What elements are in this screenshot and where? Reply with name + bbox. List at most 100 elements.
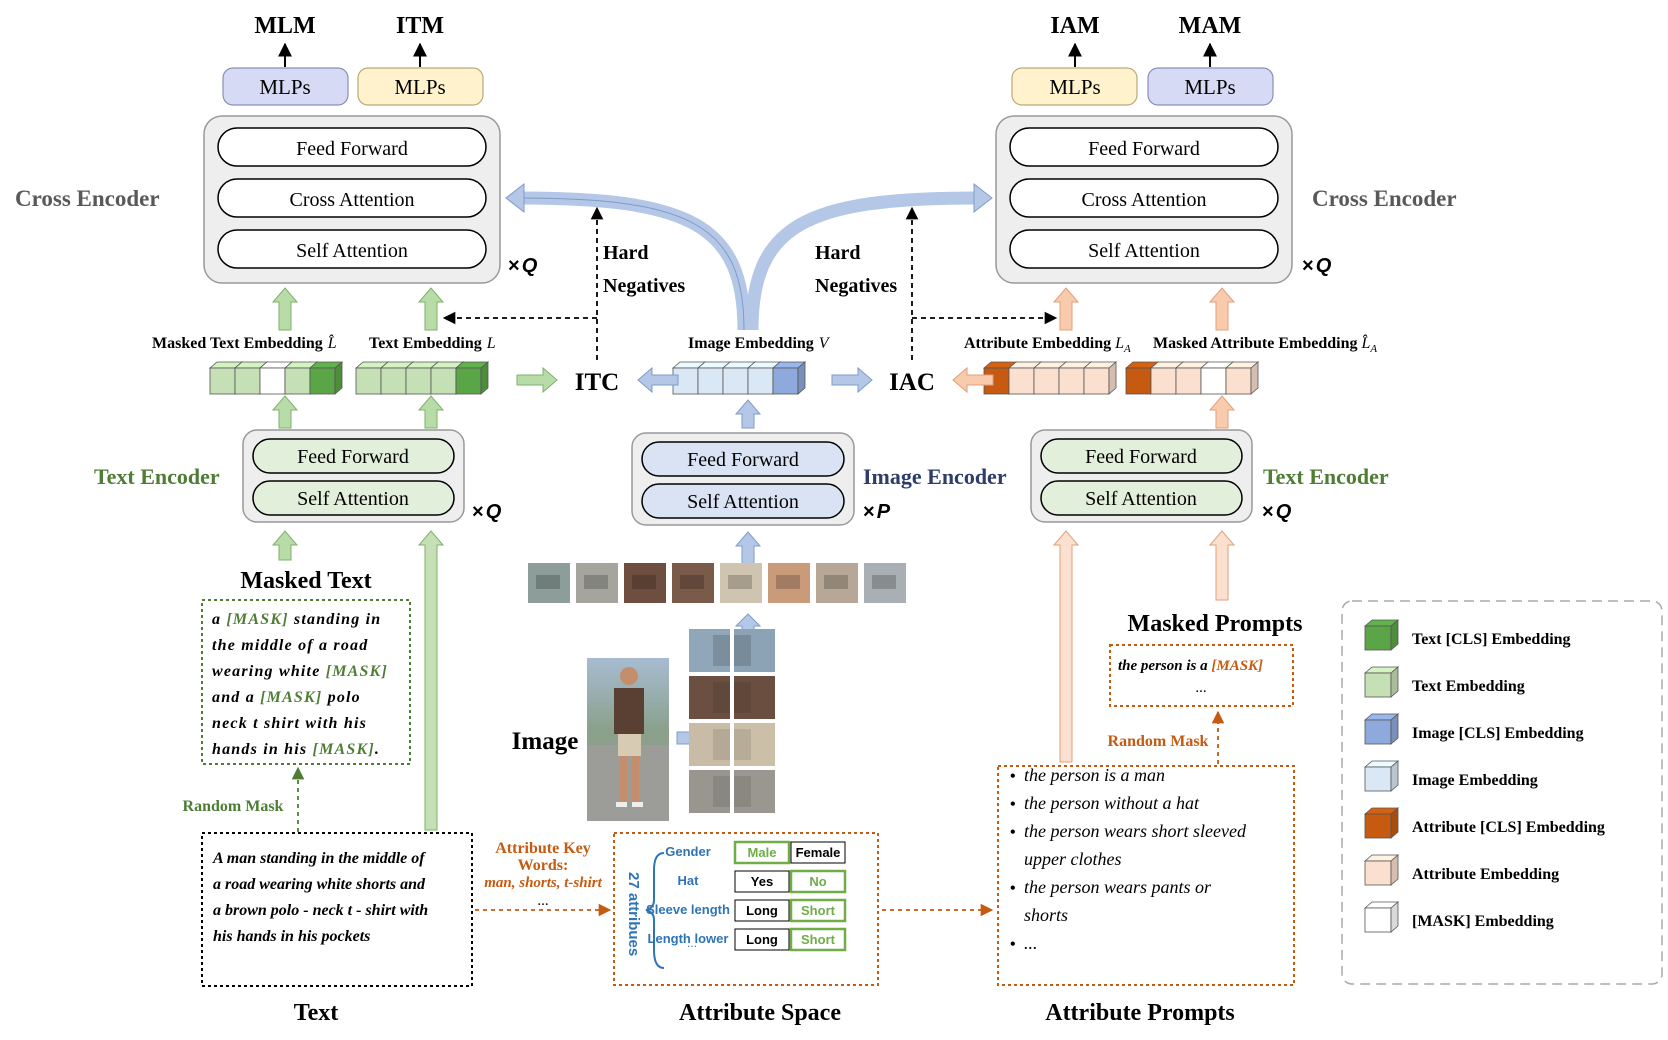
output-arrows [278, 42, 1217, 67]
cross-right-feed-forward: Feed Forward [1088, 138, 1200, 160]
hard-negatives-right: Hard Negatives [815, 242, 897, 297]
mlp-iam-label: MLPs [1049, 75, 1100, 99]
attribute-row: Sleeve length Long Short [646, 898, 847, 923]
cross-right-repeat: ×Q [1302, 255, 1332, 277]
legend-item: [MASK] Embedding [1363, 901, 1554, 933]
prompt-bullet: • [1010, 824, 1016, 841]
embed-to-cross-arrows [271, 287, 1236, 331]
image-grid-patch [689, 629, 730, 672]
image-patch [720, 563, 762, 603]
legend-item: Text [CLS] Embedding [1363, 619, 1571, 651]
image-patch-row [528, 563, 906, 603]
attribute-key-words-line-2: Words: [518, 857, 569, 874]
hard-negatives-left: Hard Negatives [603, 242, 685, 297]
legend-swatch [1363, 713, 1400, 745]
cross-left-self-attention: Self Attention [296, 240, 408, 262]
masked-prompts-title: Masked Prompts [1128, 611, 1303, 637]
prompt-line: shorts [1024, 905, 1068, 925]
attribute-prompts-box [997, 765, 1295, 986]
image-patch [672, 563, 714, 603]
image-grid-patch [734, 629, 775, 672]
text-line: his hands in his pockets [213, 928, 370, 945]
prompt-line: ... [1024, 933, 1038, 953]
text-encoder-right-label: Text Encoder [1263, 464, 1389, 489]
hard-negative-arrows [442, 206, 1058, 360]
attribute-key-words-line-1: Attribute Key [495, 840, 591, 857]
text-lines: A man standing in the middle ofa road we… [212, 850, 428, 945]
attribute-prompts-title: Attribute Prompts [1045, 1000, 1235, 1026]
prompt-line: the person without a hat [1024, 793, 1200, 813]
hard-negatives-right-2: Negatives [815, 275, 897, 297]
image-patch [816, 563, 858, 603]
legend-item: Image [CLS] Embedding [1363, 713, 1584, 745]
legend-label: Image Embedding [1412, 772, 1538, 789]
attribute-option: Short [801, 932, 836, 947]
random-mask-left: Random Mask [183, 798, 284, 815]
image-grid-patch [689, 676, 730, 719]
text-encoder-left-repeat: ×Q [472, 501, 502, 523]
masked-attribute-embedding-strip [1124, 361, 1260, 395]
image-grid-patch [689, 723, 730, 766]
legend-label: Attribute [CLS] Embedding [1412, 819, 1605, 836]
attribute-name: Gender [665, 844, 711, 859]
legend-swatch [1363, 619, 1400, 651]
text-encoder-right-feed-forward: Feed Forward [1085, 446, 1197, 468]
attribute-option: No [809, 874, 826, 889]
prompt-bullet: • [1010, 880, 1016, 897]
prompt-line: the person wears short sleeved [1024, 821, 1247, 841]
loss-itc: ITC [575, 369, 619, 396]
mlp-mlm-label: MLPs [259, 75, 310, 99]
cross-right-cross-attention: Cross Attention [1081, 189, 1206, 211]
legend-label: Attribute Embedding [1412, 866, 1559, 883]
cross-left-cross-attention: Cross Attention [289, 189, 414, 211]
attribute-space-ellipsis: ... [687, 936, 697, 950]
mlp-mam-label: MLPs [1184, 75, 1235, 99]
masked-prompts-ellipsis: ... [1195, 680, 1206, 696]
image-label: Image [512, 728, 579, 755]
image-grid-patch [689, 770, 730, 813]
hard-negatives-left-2: Negatives [603, 275, 685, 297]
embedding-token [308, 361, 344, 395]
output-itm: ITM [396, 13, 444, 39]
image-encoder-repeat: ×P [863, 501, 891, 523]
attribute-option: Male [748, 845, 777, 860]
attribute-key-words-ellipsis: ... [537, 893, 548, 909]
prompt-line: upper clothes [1024, 849, 1121, 869]
image-patch [528, 563, 570, 603]
random-mask-right: Random Mask [1108, 733, 1209, 750]
legend-swatch [1363, 807, 1400, 839]
embedding-token [1224, 361, 1260, 395]
legend-swatch [1363, 854, 1400, 886]
attribute-name: Hat [678, 873, 700, 888]
image-patch [864, 563, 906, 603]
cross-encoder-right-label: Cross Encoder [1312, 186, 1457, 211]
mlp-iam: MLPs [1011, 67, 1138, 106]
attribute-option: Short [801, 903, 836, 918]
image-patch [624, 563, 666, 603]
hard-negatives-right-1: Hard [815, 242, 861, 264]
mlp-itm: MLPs [357, 67, 484, 106]
legend-label: Image [CLS] Embedding [1412, 725, 1584, 742]
text-line: a road wearing white shorts and [213, 876, 426, 893]
text-line: a brown polo - neck t - shirt with [213, 902, 428, 919]
image-to-cross-arrows [505, 182, 993, 331]
mlp-mam: MLPs [1147, 67, 1274, 106]
masked-text-line: and a [MASK] polo [212, 689, 361, 706]
legend-label: Text [CLS] Embedding [1412, 631, 1571, 648]
text-encoder-right-repeat: ×Q [1262, 501, 1292, 523]
image-grid-patch [734, 770, 775, 813]
embedding-strips [208, 361, 1260, 395]
output-mam: MAM [1179, 13, 1242, 39]
attribute-name: Sleeve length [646, 902, 730, 917]
prompt-bullet: • [1010, 768, 1016, 785]
attribute-option: Long [746, 903, 778, 918]
cross-left-repeat: ×Q [508, 255, 538, 277]
attribute-prompts-lines: •the person is a man•the person without … [1010, 765, 1247, 953]
image-encoder-self-attention: Self Attention [687, 491, 799, 513]
